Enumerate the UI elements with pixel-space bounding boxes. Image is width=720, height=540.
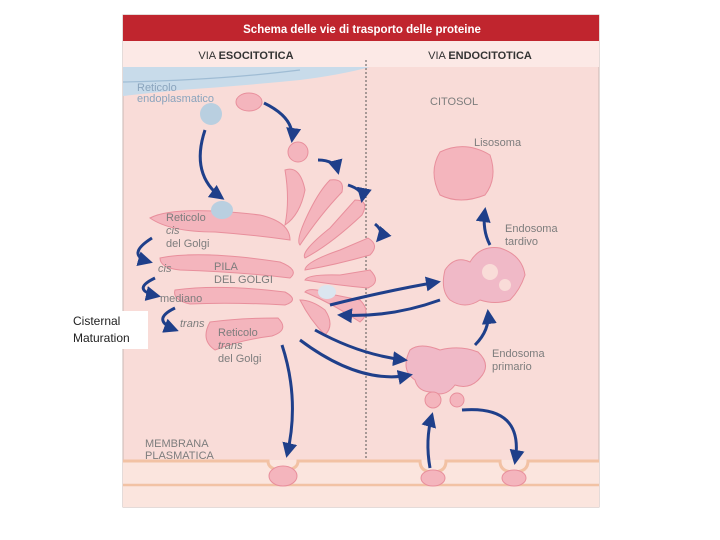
golgi-cisterna-5 <box>304 269 376 289</box>
cis-golgi-blue-vesicle <box>211 201 233 219</box>
trans-golgi-label-2: trans <box>218 340 243 352</box>
cis-golgi-label-3: del Golgi <box>166 238 209 250</box>
cytosol-label: CITOSOL <box>430 96 478 108</box>
early-endosome-label-1: Endosoma <box>492 348 545 360</box>
arrow-golgi-loop-2 <box>347 183 372 203</box>
golgi-blue-bud <box>318 285 336 299</box>
arrow-medial-retro <box>141 276 161 301</box>
medial-label: mediano <box>160 293 202 305</box>
cis-label: cis <box>158 263 172 275</box>
arrow-er-retrograde <box>263 101 302 143</box>
arrow-membrane-to-early <box>421 412 436 469</box>
early-endosome-shape <box>405 345 486 395</box>
arrow-golgi-to-membrane <box>280 344 298 458</box>
arrow-golgi-to-early-endosome-2 <box>299 338 413 385</box>
cis-golgi-label-1: Reticolo <box>166 212 206 224</box>
stack-label-2: DEL GOLGI <box>214 274 273 286</box>
golgi-cisterna-7 <box>299 299 331 336</box>
golgi-cisterna-2 <box>298 179 343 246</box>
er-bud-pink <box>235 92 263 112</box>
exocytic-prefix: VIA <box>198 50 218 62</box>
golgi-cisterna-4 <box>304 237 375 271</box>
cisternal-maturation-label: Cisternal Maturation <box>70 311 148 349</box>
er-vesicle-blue <box>200 103 222 125</box>
trans-golgi-label-1: Reticolo <box>218 327 258 339</box>
arrow-late-to-lysosome <box>475 207 492 246</box>
er-label-2: endoplasmatico <box>137 93 214 105</box>
endocytic-bold: ENDOCITOTICA <box>448 50 532 62</box>
golgi-cisterna-left-3 <box>174 286 293 306</box>
endocytic-column-header: VIA ENDOCITOTICA <box>428 50 532 62</box>
membrane-label-1: MEMBRANA <box>145 438 209 450</box>
arrow-trans-retro <box>161 306 179 333</box>
arrow-early-to-late <box>473 309 497 347</box>
endocytic-prefix: VIA <box>428 50 448 62</box>
arrow-golgi-to-late-endosome <box>329 276 441 307</box>
column-header-band <box>123 41 599 67</box>
golgi-cisterna-1 <box>284 168 306 227</box>
lysosome-shape <box>433 146 494 201</box>
golgi-cisterna-left-4 <box>205 317 284 351</box>
endocytic-vesicle-1 <box>424 391 442 409</box>
endocytic-vesicle-2 <box>449 392 465 408</box>
endocytic-bud-2 <box>501 469 527 487</box>
trans-label: trans <box>180 318 205 330</box>
title-bar <box>123 15 599 41</box>
golgi-cisterna-left-2 <box>159 254 294 279</box>
arrow-golgi-loop-1 <box>317 158 343 175</box>
arrow-early-to-membrane <box>461 408 525 465</box>
plasma-membrane <box>123 460 599 507</box>
exocytic-column-header: VIA ESOCITOTICA <box>198 50 293 62</box>
stack-label-1: PILA <box>214 261 239 273</box>
early-endosome-label-2: primario <box>492 361 532 373</box>
golgi-top-vesicle <box>287 141 309 163</box>
golgi-cisterna-3 <box>303 199 366 259</box>
trans-golgi-label-3: del Golgi <box>218 353 261 365</box>
late-endosome-vesicle-2 <box>499 279 511 291</box>
arrow-golgi-loop-3 <box>374 222 392 243</box>
exocytic-vesicle <box>268 465 298 487</box>
arrow-er-to-golgi <box>198 129 225 200</box>
er-stripe <box>122 69 301 83</box>
lysosome-label: Lisosoma <box>474 137 522 149</box>
exocytic-bold: ESOCITOTICA <box>219 50 294 62</box>
late-endosome-label-2: tardivo <box>505 236 538 248</box>
arrow-cis-retro <box>136 236 153 266</box>
arrow-golgi-to-early-endosome-1 <box>314 328 408 367</box>
cis-golgi-label-2: cis <box>166 225 180 237</box>
transport-arrows <box>136 101 525 469</box>
diagram-title: Schema delle vie di trasporto delle prot… <box>243 24 481 36</box>
diagram-labels: Reticolo endoplasmatico CITOSOL Lisosoma… <box>137 82 558 462</box>
late-endosome-label-1: Endosoma <box>505 223 558 235</box>
membrane-label-2: PLASMATICA <box>145 450 215 462</box>
golgi-cisterna-left-1 <box>149 210 291 241</box>
endocytic-bud-1 <box>420 469 446 487</box>
er-label-1: Reticolo <box>137 82 177 94</box>
arrow-late-endosome-to-golgi <box>337 298 441 324</box>
late-endosome-vesicle-1 <box>482 264 498 280</box>
er-membrane <box>123 67 370 96</box>
golgi-stack <box>149 141 376 351</box>
